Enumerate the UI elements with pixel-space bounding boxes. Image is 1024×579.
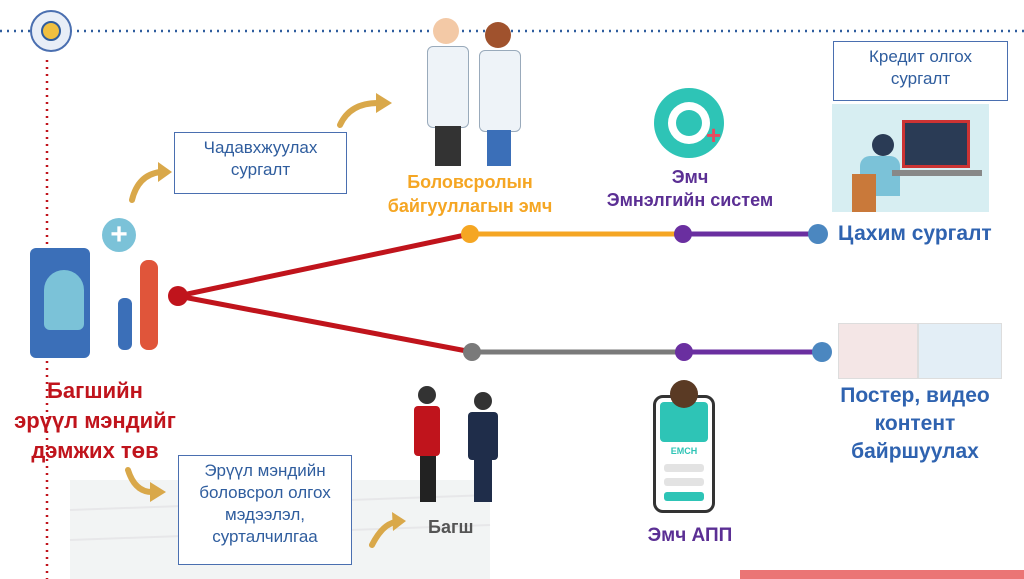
plus-icon: +	[102, 218, 136, 252]
teachers-illustration	[410, 386, 520, 506]
app-header	[660, 402, 708, 442]
teacher-body	[414, 406, 440, 456]
upper-branch-red	[177, 231, 471, 299]
health-center-illustration: +	[30, 218, 160, 360]
logo-seal	[30, 10, 72, 52]
training-box: Чадавхжуулах сургалт	[174, 132, 347, 194]
poster-thumbnail	[918, 323, 1002, 379]
curved-arrow-icon	[337, 100, 381, 128]
phone-app-illustration: EMCH	[653, 380, 715, 513]
teacher-head	[418, 386, 436, 404]
poster-label: Постер, видео контент байршуулах	[840, 384, 990, 463]
center-node	[168, 286, 188, 306]
nurse-legs	[487, 130, 511, 166]
nurse-head	[485, 22, 511, 48]
node-doctor-system	[674, 225, 692, 243]
e-learning-label: Цахим сургалт	[838, 222, 992, 245]
teacher-legs	[474, 460, 492, 502]
app-input-field	[664, 464, 704, 472]
person-head	[872, 134, 894, 156]
doctor-system-logo-icon: +	[654, 88, 724, 158]
nurse-coat	[479, 50, 521, 132]
chair-shape	[852, 174, 876, 212]
plus-icon: +	[706, 120, 722, 150]
app-brand: EMCH	[670, 446, 698, 456]
e-learning-illustration	[832, 104, 989, 212]
node-poster	[812, 342, 832, 362]
teacher-label: Багш	[428, 517, 474, 537]
health-info-box: Эрүүл мэндийн боловсрол олгох мэдээлэл, …	[178, 455, 352, 565]
arrow-heads	[150, 93, 406, 531]
teacher-head	[474, 392, 492, 410]
lower-branch-red	[177, 293, 473, 355]
curved-arrow-icon	[125, 467, 155, 495]
center-title: Багшийн эрүүл мэндийг дэмжих төв	[14, 378, 176, 463]
arrow-icons	[125, 100, 398, 548]
doctor-head	[433, 18, 459, 44]
doctor-system-label: Эмч Эмнэлгийн систем	[606, 167, 774, 210]
app-input-field	[664, 478, 704, 486]
school-doctor-label: Боловсролын байгууллагын эмч	[387, 172, 553, 216]
node-doctor-app	[675, 343, 693, 361]
poster-thumbnails	[838, 323, 1008, 379]
teacher-body	[468, 412, 498, 460]
nurse-avatar	[670, 380, 698, 408]
node-e-learning	[808, 224, 828, 244]
monitor-icon	[902, 120, 970, 168]
doctor-figure	[44, 270, 84, 330]
curved-arrow-icon	[129, 169, 163, 203]
doctor-app-label: Эмч АПП	[647, 525, 733, 546]
child-figure	[118, 298, 132, 350]
doctor-coat	[427, 46, 469, 128]
credit-box: Кредит олгох сургалт	[833, 41, 1008, 101]
node-teacher	[463, 343, 481, 361]
app-button	[664, 492, 704, 501]
bottom-red-bar	[740, 570, 1024, 579]
doctor-legs	[435, 126, 461, 166]
poster-thumbnail	[838, 323, 918, 379]
logo-center-icon	[41, 21, 61, 41]
desk-shape	[892, 170, 982, 176]
parent-figure	[140, 260, 158, 350]
node-school-doctor	[461, 225, 479, 243]
doctors-illustration	[425, 18, 525, 168]
teacher-legs	[420, 456, 436, 502]
